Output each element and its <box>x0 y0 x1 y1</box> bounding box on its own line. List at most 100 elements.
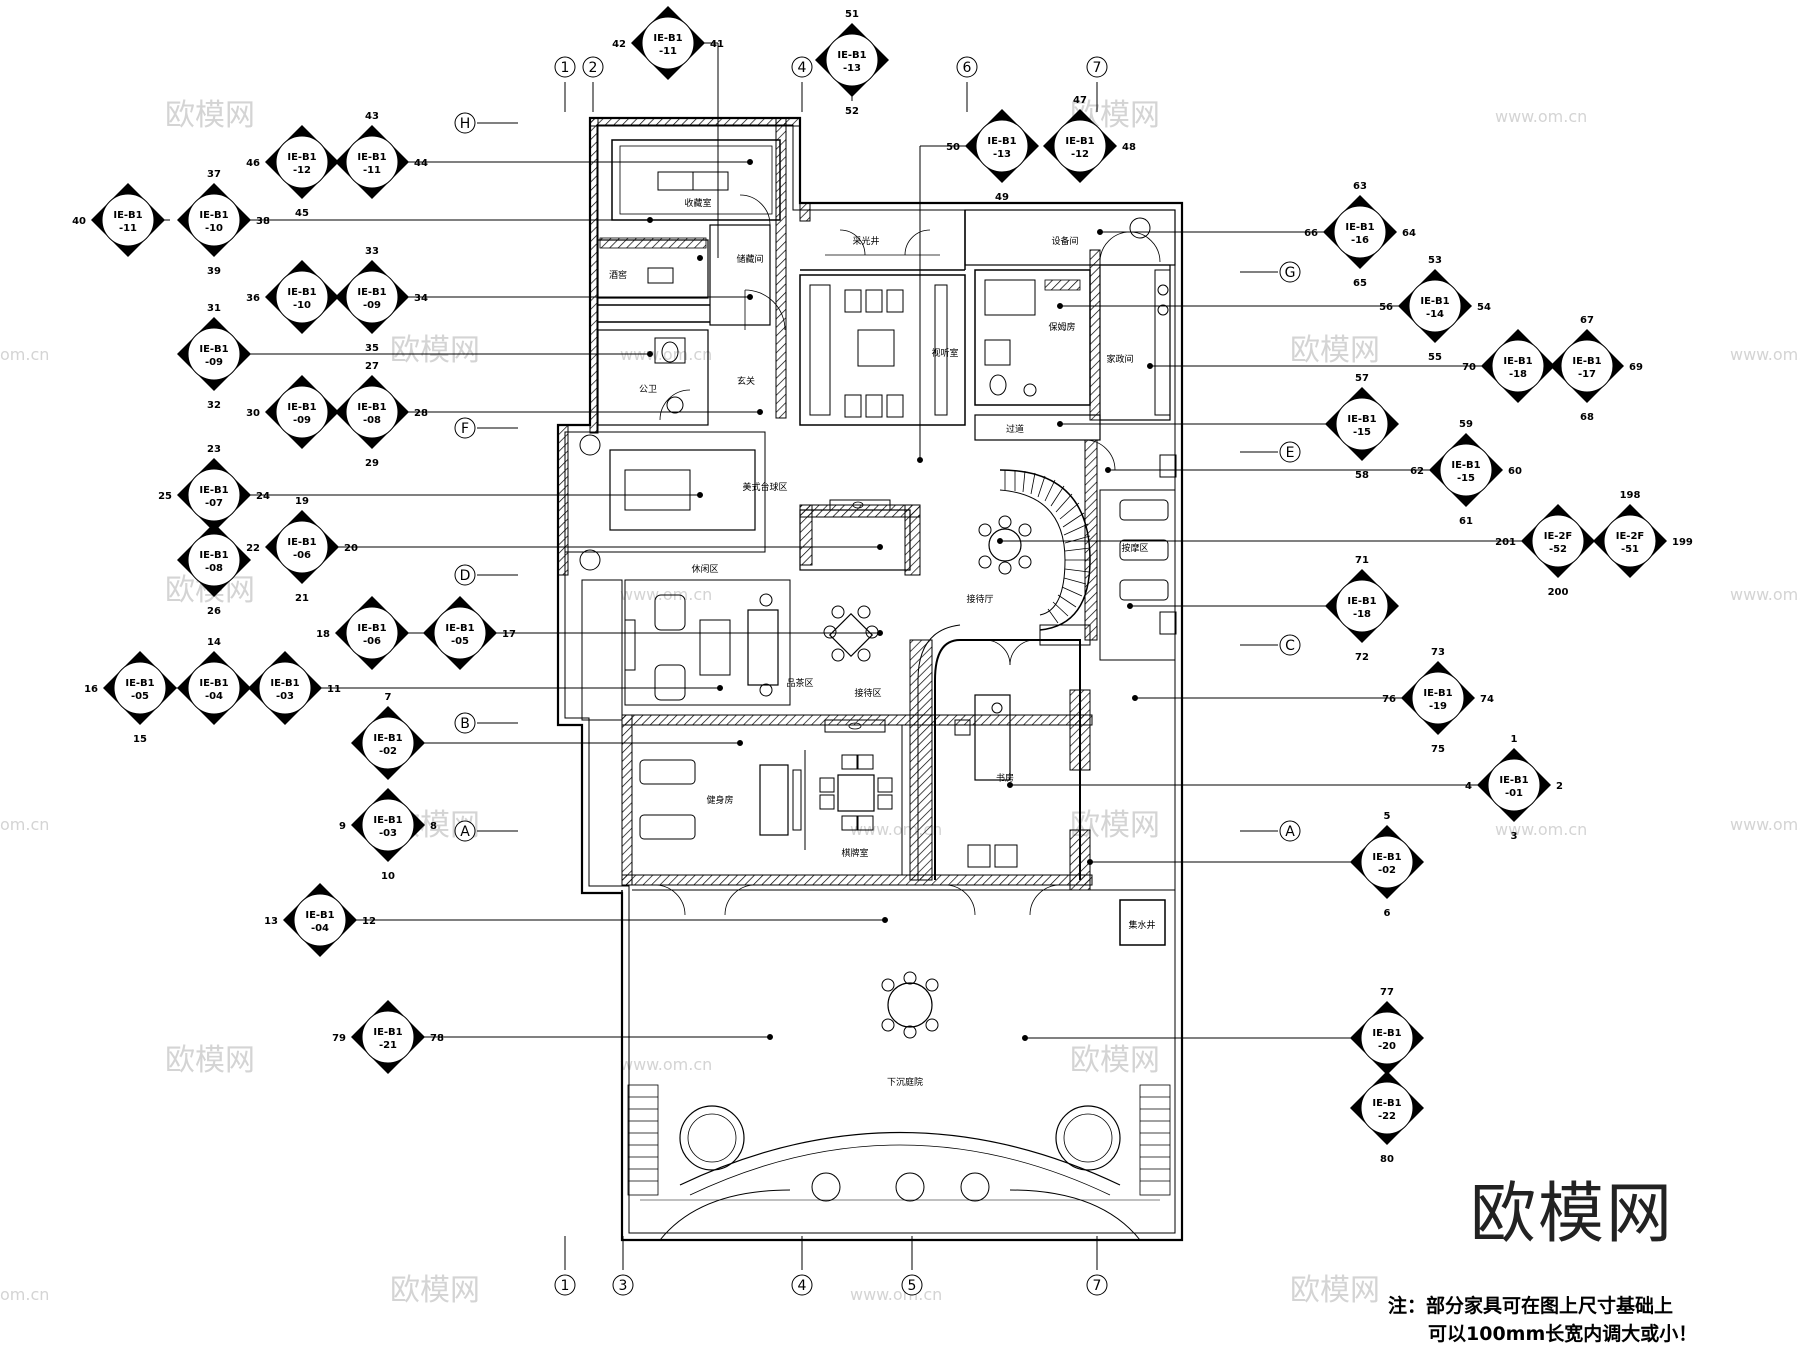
marker-code-line-2: -03 <box>379 828 397 839</box>
marker-code-line-1: IE-B1 <box>1572 356 1601 367</box>
marker-code-line-2: -11 <box>659 46 677 57</box>
grid-bubble-label: 1 <box>561 60 570 76</box>
marker-code-line-1: IE-B1 <box>987 136 1016 147</box>
watermark-text: www.om.cn <box>1730 345 1800 364</box>
leader-end-dot <box>1097 229 1103 235</box>
marker-number-right: 64 <box>1402 228 1416 239</box>
marker-number-top: 77 <box>1380 987 1394 998</box>
marker-code-line-2: -04 <box>205 691 223 702</box>
leader-end-dot <box>997 538 1003 544</box>
marker-code-line-1: IE-B1 <box>199 344 228 355</box>
marker-code-line-1: IE-B1 <box>373 733 402 744</box>
grid-bubble: A <box>454 820 476 842</box>
marker-number-left: 9 <box>339 821 346 832</box>
grid-bubble: F <box>454 417 476 439</box>
leader-end-dot <box>737 740 743 746</box>
marker-code-line-2: -05 <box>131 691 149 702</box>
marker-code-line-1: IE-B1 <box>1499 775 1528 786</box>
grid-bubble-label: G <box>1285 265 1296 281</box>
marker-circle <box>1335 579 1389 633</box>
marker-number-top: 7 <box>385 692 392 703</box>
marker-number-right: 54 <box>1477 302 1491 313</box>
marker-number-bottom: 45 <box>295 208 309 219</box>
grid-bubble-circle <box>791 1274 813 1296</box>
leader-end-dot <box>757 409 763 415</box>
room-label-well: 集水井 <box>1128 919 1155 931</box>
marker-code-line-1: IE-2F <box>1616 531 1645 542</box>
marker-code-line-1: IE-B1 <box>837 50 866 61</box>
marker-code-line-2: -05 <box>451 636 469 647</box>
marker-number-bottom: 80 <box>1380 1154 1394 1165</box>
marker-number-right: 12 <box>362 916 376 927</box>
marker-code-line-1: IE-B1 <box>357 623 386 634</box>
grid-bubble-label: 4 <box>798 60 807 76</box>
grid-bubble-label: D <box>460 568 471 584</box>
marker-code-line-2: -01 <box>1505 788 1523 799</box>
grid-bubble-circle <box>1279 441 1301 463</box>
marker-code-line-1: IE-B1 <box>287 537 316 548</box>
grid-bubble-label: C <box>1285 638 1295 654</box>
marker-circle <box>275 270 329 324</box>
marker-circle <box>101 193 155 247</box>
leader-end-dot <box>1087 859 1093 865</box>
marker-circle <box>1360 1081 1414 1135</box>
room-label-laundry: 家政间 <box>1106 353 1133 365</box>
marker-circle <box>187 533 241 587</box>
watermark-text: www.om.cn <box>620 345 712 364</box>
grid-bubble-label: 3 <box>619 1278 628 1294</box>
marker-circle <box>275 135 329 189</box>
marker-number-right: 17 <box>502 629 516 640</box>
grid-bubble-circle <box>454 712 476 734</box>
leader-end-dot <box>1147 363 1153 369</box>
room-label-reception: 接待厅 <box>966 593 993 605</box>
marker-circle <box>433 606 487 660</box>
marker-circle <box>361 716 415 770</box>
grid-bubble: 4 <box>791 56 813 78</box>
marker-number-top: 43 <box>365 111 379 122</box>
building-walls <box>556 116 1184 1242</box>
marker-circle <box>1491 339 1545 393</box>
marker-circle <box>1053 119 1107 173</box>
marker-code-line-1: IE-B1 <box>1372 1098 1401 1109</box>
marker-number-top: 1 <box>1511 734 1518 745</box>
marker-number-left: 40 <box>72 216 86 227</box>
marker-code-line-1: IE-B1 <box>1347 596 1376 607</box>
grid-bubble: E <box>1279 441 1301 463</box>
grid-bubble: 7 <box>1086 1274 1108 1296</box>
marker-circle <box>1487 758 1541 812</box>
watermark-text: www.om.cn <box>1495 107 1587 126</box>
marker-code-line-2: -09 <box>293 415 311 426</box>
marker-number-right: 60 <box>1508 466 1522 477</box>
leader-end-dot <box>877 544 883 550</box>
marker-number-left: 13 <box>264 916 278 927</box>
marker-circle <box>187 661 241 715</box>
watermark-text: 欧模网 <box>1070 1043 1160 1078</box>
marker-code-line-2: -09 <box>205 357 223 368</box>
marker-number-top: 14 <box>207 637 221 648</box>
grid-bubble: H <box>454 112 476 134</box>
marker-number-top: 57 <box>1355 373 1369 384</box>
marker-circle <box>361 1010 415 1064</box>
leader-end-dot <box>1057 303 1063 309</box>
grid-bubble-label: 1 <box>561 1278 570 1294</box>
marker-number-top: 53 <box>1428 255 1442 266</box>
leader-end-dot <box>917 457 923 463</box>
grid-bubble-label: 7 <box>1093 60 1102 76</box>
marker-number-bottom: 15 <box>133 734 147 745</box>
room-label-leisure: 休闲区 <box>691 563 718 575</box>
marker-number-left: 62 <box>1410 466 1424 477</box>
marker-circle <box>1408 279 1462 333</box>
marker-number-bottom: 29 <box>365 458 379 469</box>
grid-bubble-label: F <box>461 421 469 437</box>
